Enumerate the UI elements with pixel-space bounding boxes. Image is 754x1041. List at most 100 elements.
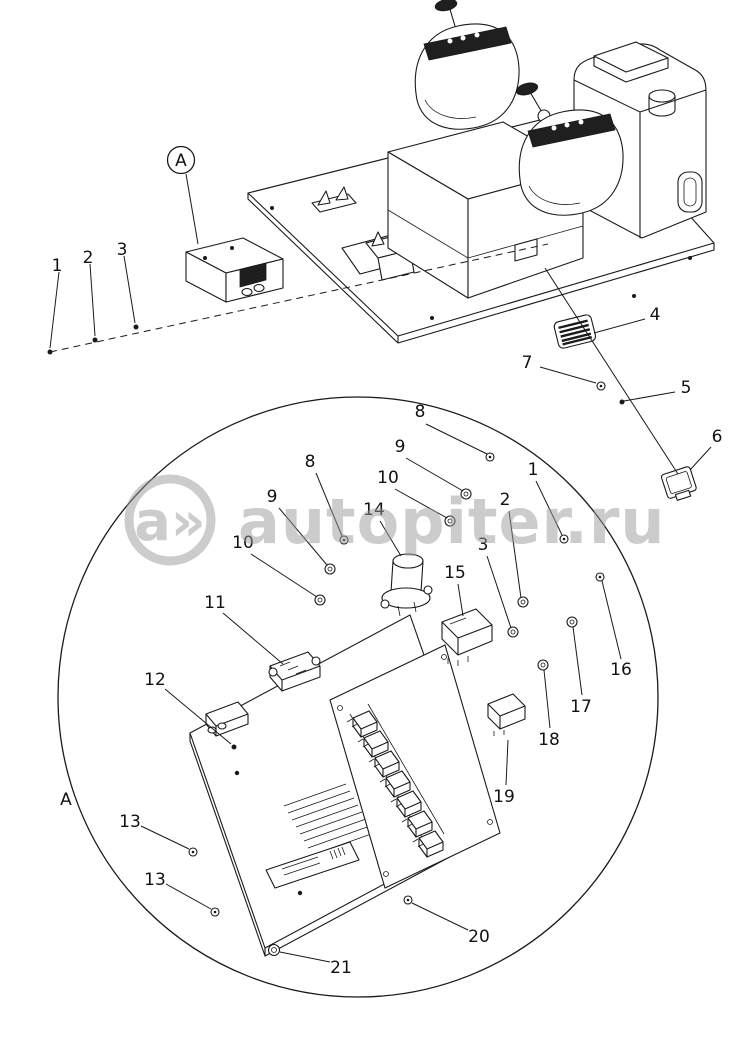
callout-4: 4 (650, 305, 661, 325)
callout-21: 21 (330, 958, 352, 978)
leader-line (535, 480, 563, 536)
washer-fastener (314, 594, 326, 606)
callout-10a: 10 (377, 468, 399, 488)
connector-12 (205, 701, 249, 737)
leader-line (250, 553, 318, 598)
detail-view-label: A (60, 790, 72, 810)
terminal-block (390, 790, 422, 818)
relay-15 (441, 608, 493, 666)
callout-2: 2 (83, 248, 94, 268)
callout-20: 20 (468, 927, 490, 947)
fastener-point (92, 337, 98, 343)
callout-12: 12 (144, 670, 166, 690)
leader-line (689, 446, 712, 471)
leader-line (379, 520, 402, 557)
screw-fastener (210, 907, 220, 917)
screw-fastener (559, 534, 569, 544)
leader-line (315, 472, 343, 537)
terminal-block (379, 770, 411, 798)
fasteners (188, 452, 605, 957)
control-panel-face (527, 113, 616, 148)
callout-1: 1 (52, 256, 63, 276)
washer-fastener (460, 488, 472, 500)
relay-19 (487, 693, 526, 736)
callout-17: 17 (570, 697, 592, 717)
terminal-block (401, 810, 433, 838)
callout-13b: 13 (144, 870, 166, 890)
screw-point (231, 744, 237, 750)
screw-fastener (339, 535, 349, 545)
screw-fastener (595, 572, 605, 582)
callout-3b: 3 (478, 535, 489, 555)
callout-9a: 9 (395, 437, 406, 457)
leader-line (222, 612, 284, 665)
watermark-logo-icon (124, 474, 216, 566)
panel-button (564, 122, 570, 128)
leader-line (593, 318, 646, 334)
connector-part-6 (660, 466, 697, 501)
callout-18: 18 (538, 730, 560, 750)
washer-fastener (507, 626, 519, 638)
connector-11 (268, 651, 321, 692)
cup-cylinder (648, 89, 676, 117)
callout-9b: 9 (267, 487, 278, 507)
panel-button (474, 32, 480, 38)
leader-line (278, 507, 328, 566)
heatsink-ribs (283, 783, 375, 856)
screw-part-7 (596, 381, 606, 391)
top-assembly-drawing (185, 0, 715, 501)
callout-16: 16 (610, 660, 632, 680)
callout-7: 7 (522, 353, 533, 373)
plate-hole (270, 206, 274, 210)
connector-pin (253, 283, 265, 293)
washer-fastener (324, 563, 336, 575)
leader-line (457, 583, 464, 617)
detail-marker-a: A (166, 145, 196, 175)
callout-8a: 8 (415, 402, 426, 422)
leader-line (505, 739, 509, 786)
callout-8b: 8 (305, 452, 316, 472)
watermark-site-text: autopiter.ru (238, 485, 666, 558)
vent-grill-part (553, 314, 597, 349)
callout-1b: 1 (528, 460, 539, 480)
plate-hole (234, 770, 240, 776)
panel-button (447, 38, 453, 44)
leader-lines (47, 173, 712, 963)
callout-5: 5 (681, 378, 692, 398)
leader-line (89, 263, 96, 337)
solenoid-part (380, 553, 433, 617)
leader-line (49, 271, 60, 349)
fastener-point (47, 349, 53, 355)
plate-hole (430, 316, 434, 320)
watermark: a» autopiter.ru (124, 474, 666, 566)
watermark-logo-text: a» (134, 490, 205, 553)
panel-button (460, 35, 466, 41)
callout-6: 6 (712, 427, 723, 447)
callout-14: 14 (363, 500, 385, 520)
relay-row (346, 710, 444, 858)
joystick-left (414, 0, 520, 130)
nut-fastener (267, 943, 281, 957)
plate-hole (688, 256, 692, 260)
joystick-handle (434, 0, 458, 12)
leader-line (543, 669, 551, 729)
leader-line (164, 688, 232, 745)
barcode-marks (329, 846, 346, 860)
washer-fastener (444, 515, 456, 527)
plate-hole (632, 294, 636, 298)
detail-view-circle (57, 396, 659, 998)
terminal-block (412, 830, 444, 858)
leader-line (508, 510, 522, 599)
washer-fastener (566, 616, 578, 628)
leader-line (140, 825, 190, 850)
leader-line (539, 366, 597, 384)
panel-button (551, 125, 557, 131)
leader-line (279, 951, 331, 963)
leader-line (394, 488, 448, 519)
label-strip (265, 841, 360, 889)
screw-fastener (188, 847, 198, 857)
joystick-right (515, 82, 624, 216)
fastener-part-5 (619, 399, 625, 405)
washer-fastener (537, 659, 549, 671)
